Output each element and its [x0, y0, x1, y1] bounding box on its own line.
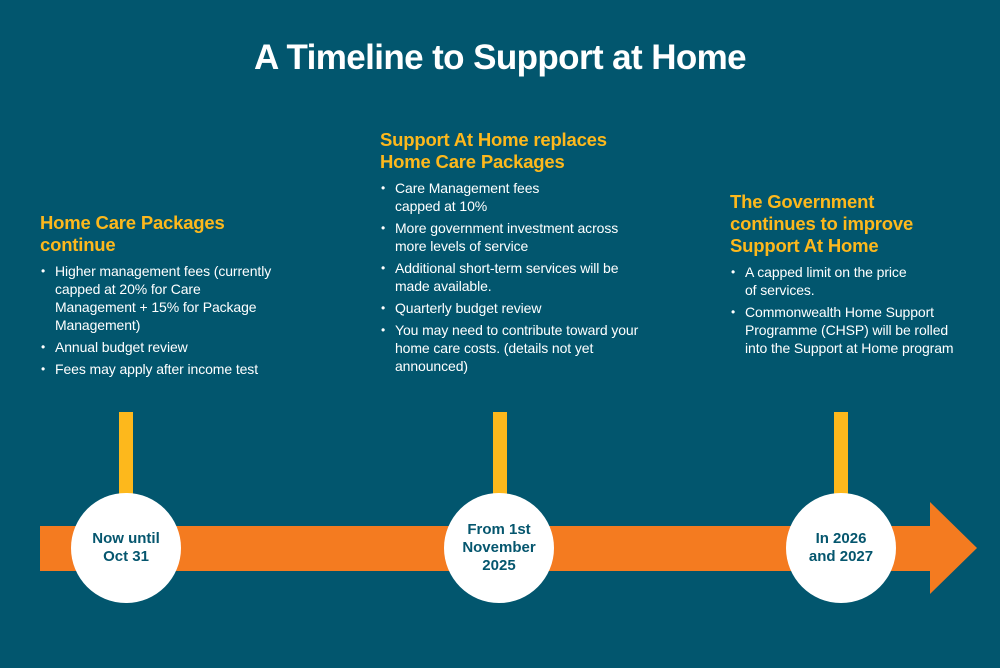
- stage-2-date-label: From 1st November 2025: [462, 521, 536, 574]
- page-title: A Timeline to Support at Home: [253, 38, 747, 77]
- stage-3-date-label: In 2026 and 2027: [808, 530, 874, 565]
- stage-2-details: Support At Home replaces Home Care Packa…: [380, 129, 650, 379]
- stage-1-connector: [119, 412, 133, 502]
- bullet-item: Quarterly budget review: [380, 299, 650, 317]
- bullet-item: A capped limit on the price of services.: [730, 263, 915, 299]
- stage-2-connector: [493, 412, 507, 502]
- stage-2-date-marker: From 1st November 2025: [444, 493, 554, 603]
- bullet-item: Annual budget review: [40, 338, 320, 356]
- bullet-item: Additional short-term services will be m…: [380, 259, 635, 295]
- stage-1-details: Home Care Packages continue Higher manag…: [40, 212, 320, 382]
- stage-3-bullet-list: A capped limit on the price of services.…: [730, 263, 990, 357]
- stage-2-heading: Support At Home replaces Home Care Packa…: [380, 129, 607, 172]
- stage-2-bullet-list: Care Management fees capped at 10% More …: [380, 179, 650, 375]
- stage-3-date-marker: In 2026 and 2027: [786, 493, 896, 603]
- stage-1-date-label: Now until Oct 31: [92, 530, 160, 565]
- bullet-item: Care Management fees capped at 10%: [380, 179, 575, 215]
- bullet-item: You may need to contribute toward your h…: [380, 321, 640, 375]
- stage-3-heading: The Government continues to improve Supp…: [730, 191, 914, 256]
- bullet-item: Commonwealth Home Support Programme (CHS…: [730, 303, 960, 357]
- stage-3-connector: [834, 412, 848, 502]
- stage-1-heading: Home Care Packages continue: [40, 212, 225, 255]
- timeline-arrow-head-icon: [930, 502, 977, 594]
- stage-1-bullet-list: Higher management fees (currently capped…: [40, 262, 320, 378]
- bullet-item: Higher management fees (currently capped…: [40, 262, 280, 334]
- stage-3-details: The Government continues to improve Supp…: [730, 191, 990, 361]
- bullet-item: More government investment across more l…: [380, 219, 635, 255]
- stage-1-date-marker: Now until Oct 31: [71, 493, 181, 603]
- bullet-item: Fees may apply after income test: [40, 360, 320, 378]
